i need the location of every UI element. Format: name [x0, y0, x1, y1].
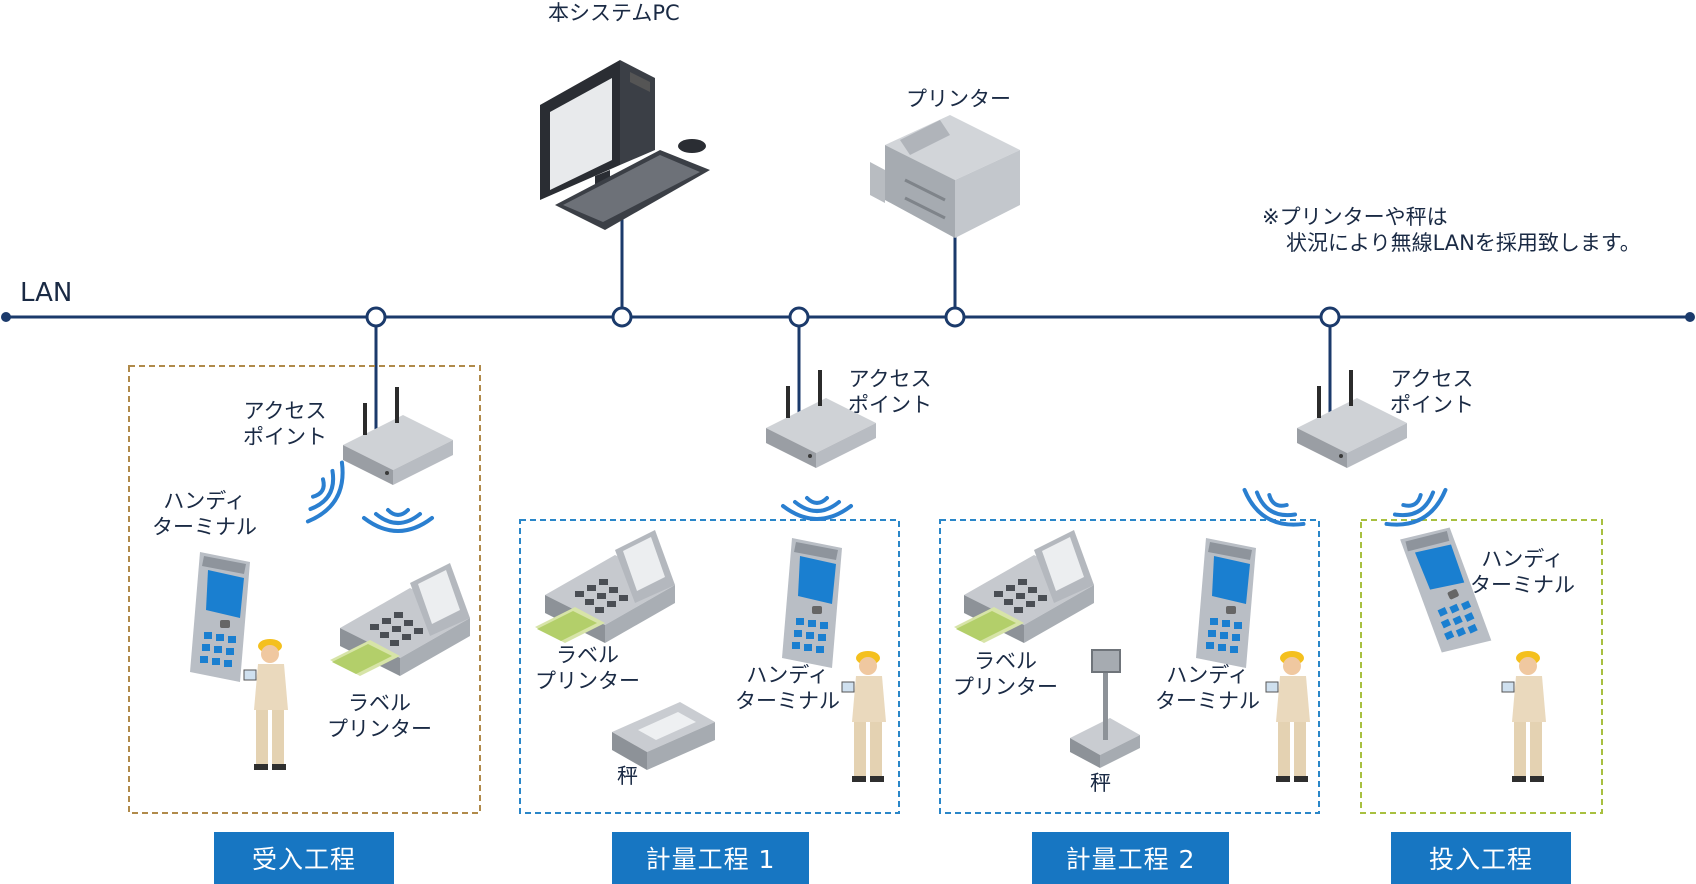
access-point-icon-1: [343, 387, 453, 485]
worker-icon-2: [841, 650, 887, 783]
lan-drops: [374, 210, 1332, 435]
wifi-icon-5: [1380, 481, 1454, 538]
scale-label-1: 秤: [617, 764, 638, 788]
wifi-icon-4: [1236, 481, 1310, 538]
handy-label-line2: ターミナル: [1155, 689, 1260, 713]
label-printer-label-line2: プリンター: [327, 717, 432, 741]
worker-icon-1: [243, 638, 289, 771]
access-point-label-line2: ポイント: [243, 425, 327, 449]
label-printer-label-line2: プリンター: [953, 675, 1058, 699]
access-point-label-2: アクセス ポイント: [848, 366, 932, 418]
handy-label-line1: ハンディ: [1481, 547, 1564, 571]
zone-box-keiryo1: [519, 519, 900, 814]
stage-ukeire: 受入工程: [214, 832, 394, 884]
zone-box-tonyu: [1360, 519, 1603, 814]
zone-box-ukeire: [128, 365, 481, 814]
lan-nodes: [365, 306, 1341, 328]
label-printer-label-line1: ラベル: [556, 643, 619, 667]
printer-label: プリンター: [906, 87, 1011, 111]
wifi-icon-3: [781, 496, 853, 521]
handy-label-4: ハンディ ターミナル: [1470, 546, 1575, 598]
handy-label-line2: ターミナル: [735, 689, 840, 713]
access-point-label-1: アクセス ポイント: [243, 398, 327, 450]
scale-label-2: 秤: [1090, 771, 1111, 795]
label-printer-label-1: ラベル プリンター: [327, 690, 432, 742]
access-point-label-3: アクセス ポイント: [1390, 366, 1474, 418]
label-printer-label-line1: ラベル: [974, 649, 1037, 673]
label-printer-icon-1: [330, 563, 470, 676]
handy-label-line2: ターミナル: [152, 515, 257, 539]
handy-terminal-icon-2: [782, 538, 842, 668]
handy-terminal-icon-3: [1196, 538, 1256, 668]
note-label: ※プリンターや秤は 状況により無線LANを採用致します。: [1262, 204, 1641, 256]
stage-keiryo-2: 計量工程 2: [1032, 832, 1229, 884]
access-point-label-line2: ポイント: [848, 393, 932, 417]
label-printer-label-2: ラベル プリンター: [535, 642, 640, 694]
label-printer-icon-3: [954, 530, 1094, 643]
handy-label-3: ハンディ ターミナル: [1155, 662, 1260, 714]
handy-label-line1: ハンディ: [746, 663, 829, 687]
lan-endpoint-left: [1, 312, 11, 322]
label-printer-label-3: ラベル プリンター: [953, 648, 1058, 700]
scale-icon-2: [1070, 649, 1140, 768]
zone-box-keiryo2: [939, 519, 1320, 814]
access-point-label-line1: アクセス: [848, 367, 932, 391]
label-printer-label-line1: ラベル: [348, 691, 411, 715]
handy-label-line2: ターミナル: [1470, 573, 1575, 597]
access-point-label-line2: ポイント: [1390, 393, 1474, 417]
label-printer-icon-2: [535, 530, 675, 643]
pc-icon: [540, 60, 710, 230]
handy-terminal-icon-1: [190, 552, 250, 682]
note-line-2: 状況により無線LANを採用致します。: [1286, 231, 1641, 255]
label-printer-label-line2: プリンター: [535, 669, 640, 693]
handy-label-line1: ハンディ: [163, 489, 246, 513]
access-point-label-line1: アクセス: [1390, 367, 1474, 391]
handy-label-2: ハンディ ターミナル: [735, 662, 840, 714]
scale-icon-1: [612, 702, 715, 770]
handy-label-1: ハンディ ターミナル: [152, 488, 257, 540]
worker-icon-4: [1501, 650, 1547, 783]
note-line-1: ※プリンターや秤は: [1262, 205, 1448, 229]
pc-label: 本システムPC: [548, 1, 680, 25]
wifi-icon-1: [299, 456, 356, 530]
stage-keiryo-1: 計量工程 1: [612, 832, 809, 884]
printer-icon: [870, 115, 1020, 238]
stage-tonyu: 投入工程: [1391, 832, 1571, 884]
worker-icon-3: [1265, 650, 1311, 783]
lan-label: LAN: [20, 278, 73, 308]
lan-endpoint-right: [1685, 312, 1695, 322]
wifi-icon-2: [362, 508, 434, 533]
access-point-label-line1: アクセス: [243, 399, 327, 423]
handy-label-line1: ハンディ: [1166, 663, 1249, 687]
